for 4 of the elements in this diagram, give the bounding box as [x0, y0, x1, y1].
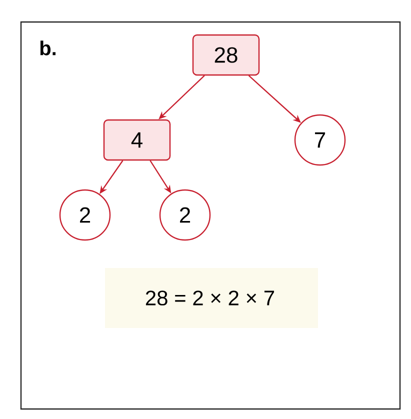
- panel-letter: b.: [40, 40, 56, 56]
- number-box: 28: [192, 34, 260, 76]
- number-box: 4: [103, 119, 171, 161]
- equation-band: 28 = 2 × 2 × 7: [105, 268, 318, 328]
